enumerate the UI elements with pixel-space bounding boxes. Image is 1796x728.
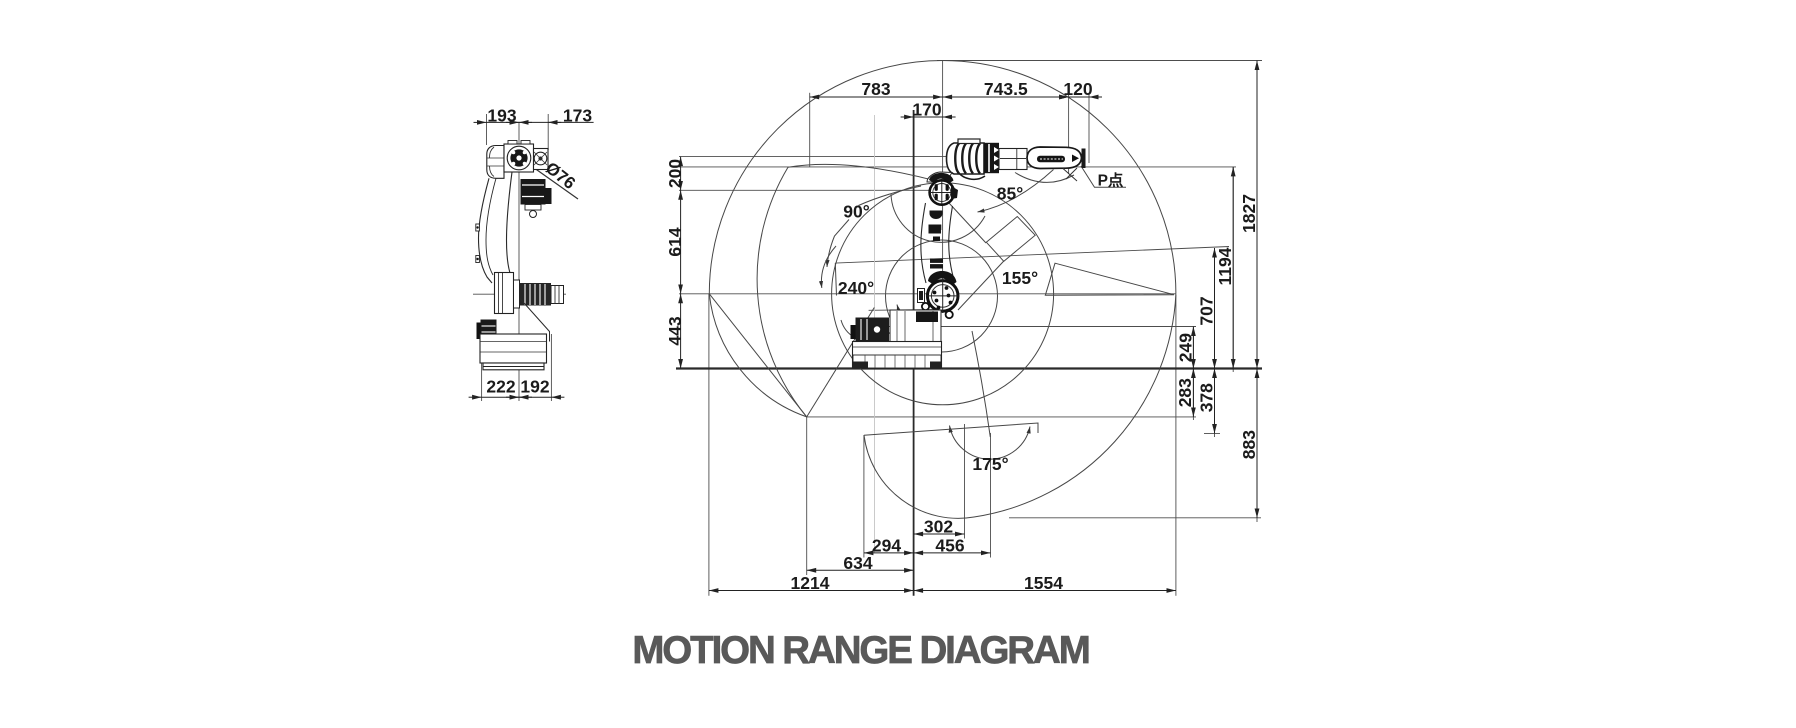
svg-text:707: 707 bbox=[1197, 296, 1217, 325]
svg-text:P点: P点 bbox=[1098, 171, 1124, 190]
svg-text:120: 120 bbox=[1063, 79, 1092, 99]
svg-text:85°: 85° bbox=[997, 184, 1023, 204]
svg-text:743.5: 743.5 bbox=[984, 79, 1028, 99]
svg-text:443: 443 bbox=[665, 316, 685, 345]
svg-text:302: 302 bbox=[924, 517, 953, 537]
svg-text:222: 222 bbox=[486, 376, 515, 396]
svg-text:294: 294 bbox=[872, 536, 901, 556]
svg-text:1214: 1214 bbox=[791, 573, 830, 593]
svg-text:1554: 1554 bbox=[1024, 573, 1063, 593]
svg-text:1827: 1827 bbox=[1239, 194, 1259, 233]
svg-text:783: 783 bbox=[861, 79, 890, 99]
svg-text:193: 193 bbox=[487, 106, 516, 126]
svg-text:634: 634 bbox=[843, 553, 872, 573]
svg-text:200: 200 bbox=[665, 159, 685, 188]
svg-text:614: 614 bbox=[665, 227, 685, 256]
svg-text:883: 883 bbox=[1239, 430, 1259, 459]
svg-text:155°: 155° bbox=[1002, 268, 1038, 288]
svg-text:249: 249 bbox=[1176, 333, 1196, 362]
svg-text:240°: 240° bbox=[838, 278, 874, 298]
svg-text:456: 456 bbox=[935, 536, 964, 556]
svg-text:283: 283 bbox=[1175, 378, 1195, 407]
svg-text:90°: 90° bbox=[843, 202, 869, 222]
svg-text:MOTION RANGE DIAGRAM: MOTION RANGE DIAGRAM bbox=[632, 629, 1088, 672]
svg-text:175°: 175° bbox=[972, 454, 1008, 474]
svg-text:173: 173 bbox=[563, 106, 592, 126]
svg-text:378: 378 bbox=[1197, 383, 1217, 412]
svg-text:170: 170 bbox=[912, 100, 941, 120]
svg-text:1194: 1194 bbox=[1215, 247, 1235, 285]
svg-text:192: 192 bbox=[520, 376, 549, 396]
